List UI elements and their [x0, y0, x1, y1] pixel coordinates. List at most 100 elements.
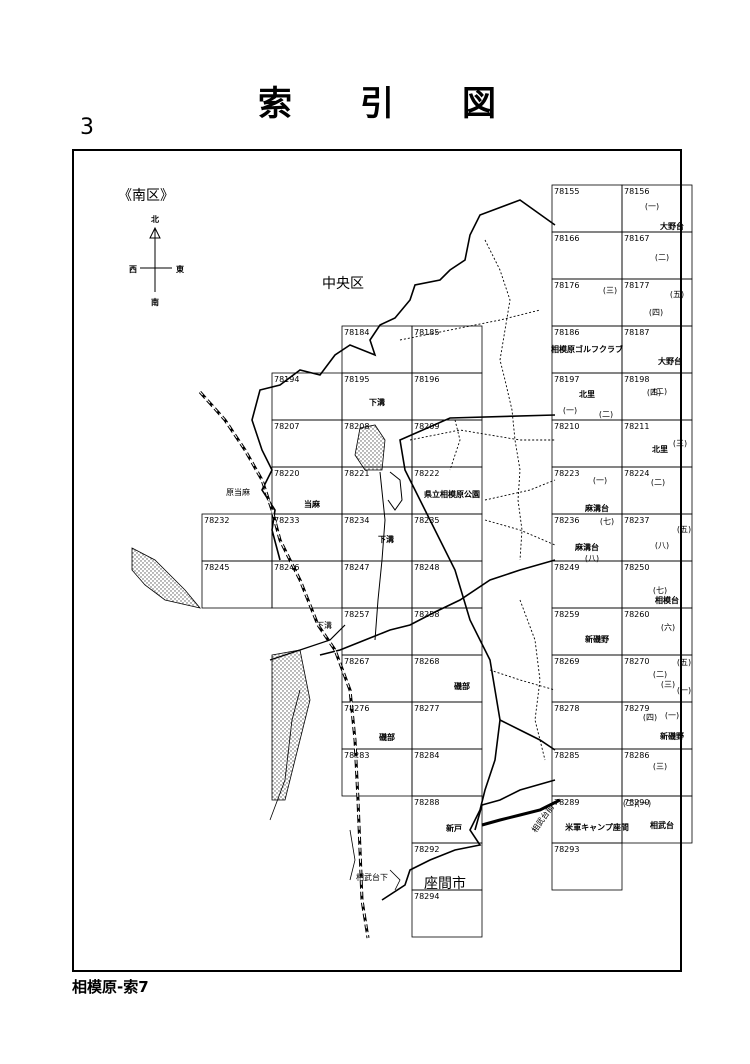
cell-id-label: 78250: [624, 563, 649, 572]
cell-id-label: 78279: [624, 704, 649, 713]
stream-lines: [269, 689, 401, 891]
subdivision-label: (三): [603, 286, 617, 295]
place-label: 米軍キャンプ座間: [564, 822, 629, 832]
subdivision-label: (一): [645, 202, 659, 211]
cell-id-label: 78232: [204, 516, 229, 525]
place-label: 下溝: [378, 534, 394, 544]
place-label: 麻溝台: [574, 542, 599, 552]
cell-id-label: 78290: [624, 798, 649, 807]
cell-id-label: 78185: [414, 328, 439, 337]
subdivision-label: (六): [661, 622, 675, 632]
cell-id-label: 78294: [414, 892, 439, 901]
subdivision-label: (一): [677, 686, 691, 695]
place-label: 当麻: [304, 499, 321, 509]
map-frame: [72, 149, 682, 972]
subdivision-label: (二): [653, 670, 667, 679]
cell-id-label: 78269: [554, 657, 579, 666]
subdivision-label: (一): [665, 711, 679, 720]
subdivision-label: (二): [653, 387, 667, 396]
cell-id-label: 78197: [554, 375, 579, 384]
cell-id-label: 78293: [554, 845, 579, 854]
place-label: 県立相模原公園: [424, 489, 480, 499]
place-label: 新磯野: [585, 634, 609, 644]
cell-id-label: 78286: [624, 751, 649, 760]
cell-id-label: 78220: [274, 469, 299, 478]
page-number: 3: [80, 115, 94, 140]
subdivision-label: (七): [600, 517, 614, 526]
title-char-1: 索: [258, 84, 292, 124]
cell-id-label: 78208: [344, 422, 369, 431]
cell-id-label: 78246: [274, 563, 299, 572]
cell-id-label: 78248: [414, 563, 439, 572]
cell-id-label: 78167: [624, 234, 649, 243]
cell-id-label: 78155: [554, 187, 579, 196]
cell-id-label: 78288: [414, 798, 439, 807]
place-label: 下溝: [369, 397, 385, 407]
station-label: 原当麻: [226, 487, 250, 497]
area-label-chuo-ku: 中央区: [322, 276, 364, 292]
cell-id-label: 78187: [624, 328, 649, 337]
place-label: 麻溝台: [584, 503, 609, 513]
page-title: 索 引 図: [230, 76, 530, 126]
place-label: 磯部: [454, 681, 470, 691]
subdivision-label: (五): [677, 658, 691, 667]
subdivision-label: (八): [585, 554, 599, 563]
title-char-3: 図: [462, 84, 496, 124]
subdivision-label: (三): [661, 680, 675, 689]
place-label: 新磯野: [660, 731, 684, 741]
cell-id-label: 78289: [554, 798, 579, 807]
subdivision-label: (三): [673, 439, 687, 448]
railway-lines: [198, 391, 561, 939]
cell-id-label: 78235: [414, 516, 439, 525]
cell-id-label: 78209: [414, 422, 439, 431]
cell-id-label: 78268: [414, 657, 439, 666]
place-label: 磯部: [379, 732, 395, 742]
cell-id-label: 78258: [414, 610, 439, 619]
station-label: 下溝: [316, 620, 332, 630]
subdivision-label: (四): [647, 388, 661, 397]
ward-label: 《南区》: [118, 188, 174, 204]
index-cell[interactable]: [621, 795, 693, 844]
cell-id-label: 78292: [414, 845, 439, 854]
place-label: 大野台: [658, 356, 682, 366]
place-label: 大野台: [660, 221, 684, 231]
ward-boundaries: [251, 199, 556, 901]
subdivision-label: (二): [655, 253, 669, 262]
station-label: 相武台下: [356, 872, 388, 882]
subdivision-label: (四): [643, 713, 657, 722]
cell-id-label: 78234: [344, 516, 369, 525]
subdivision-label: (二): [623, 799, 637, 808]
shaded-areas: [131, 424, 386, 801]
subdivision-label: (一): [593, 476, 607, 485]
cell-id-label: 78260: [624, 610, 649, 619]
cell-id-label: 78195: [344, 375, 369, 384]
compass-north-label: 北: [151, 214, 159, 224]
cell-id-label: 78221: [344, 469, 369, 478]
cell-id-label: 78166: [554, 234, 579, 243]
cell-id-label: 78247: [344, 563, 369, 572]
place-label: 北里: [652, 444, 668, 454]
cell-id-label: 78198: [624, 375, 649, 384]
subdivision-label: (五): [670, 290, 684, 299]
subdivision-label: (二): [599, 410, 613, 419]
cell-id-label: 78184: [344, 328, 369, 337]
cell-id-label: 78177: [624, 281, 649, 290]
compass-west-label: 西: [129, 265, 137, 274]
cell-id-label: 78237: [624, 516, 649, 525]
park-outline: [374, 471, 403, 641]
cell-id-label: 78176: [554, 281, 579, 290]
index-cell[interactable]: [411, 889, 483, 938]
cell-id-label: 78186: [554, 328, 579, 337]
cell-id-label: 78156: [624, 187, 649, 196]
subdivision-label: (一): [637, 799, 651, 808]
place-label: 北里: [579, 389, 595, 399]
compass-east-label: 東: [176, 264, 184, 274]
cell-id-label: 78267: [344, 657, 369, 666]
cell-id-label: 78257: [344, 610, 369, 619]
place-label: 相武台: [650, 820, 674, 830]
subdivision-label: (四): [649, 308, 663, 317]
compass-south-label: 南: [151, 297, 159, 307]
cell-id-label: 78277: [414, 704, 439, 713]
index-cell[interactable]: [551, 842, 623, 891]
